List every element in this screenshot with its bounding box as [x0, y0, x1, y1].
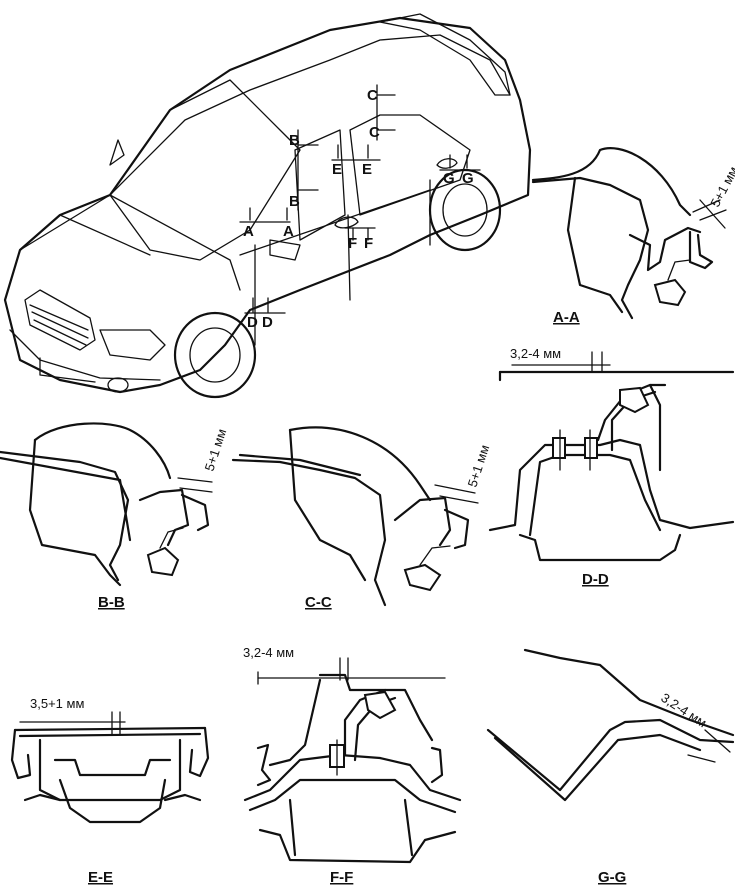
section-title-g-g: G-G	[598, 869, 626, 886]
section-c-c: 5+1 мм C-C	[231, 426, 493, 611]
dimension-d-d: 3,2-4 мм	[510, 346, 561, 361]
dimension-e-e: 3,5+1 мм	[30, 696, 84, 711]
marker-e-right: E	[362, 161, 372, 178]
section-b-b: 5+1 мм B-B	[0, 422, 230, 611]
section-a-a: 5+1 мм A-A	[531, 147, 735, 326]
section-title-a-a: A-A	[553, 309, 580, 326]
marker-f-right: F	[364, 235, 373, 252]
section-title-d-d: D-D	[582, 571, 609, 588]
marker-b-top: B	[289, 132, 300, 149]
section-title-f-f: F-F	[330, 869, 353, 886]
marker-c-bottom: C	[369, 124, 380, 141]
section-title-e-e: E-E	[88, 869, 113, 886]
marker-a-left: A	[243, 223, 254, 240]
section-f-f: 3,2-4 мм F-F	[243, 645, 462, 886]
dimension-c-c: 5+1 мм	[465, 443, 493, 489]
marker-d-right: D	[262, 314, 273, 331]
marker-g-left: G	[443, 170, 455, 187]
section-e-e: 3,5+1 мм E-E	[10, 696, 210, 886]
marker-a-right: A	[283, 223, 294, 240]
car-illustration: A A B B C C E E F F D D G G	[3, 13, 532, 399]
dimension-a-a: 5+1 мм	[707, 164, 735, 210]
dimension-f-f: 3,2-4 мм	[243, 645, 294, 660]
dimension-b-b: 5+1 мм	[202, 427, 230, 473]
section-g-g: 3,2-4 мм G-G	[486, 648, 735, 886]
marker-b-bottom: B	[289, 193, 300, 210]
marker-f-left: F	[348, 235, 357, 252]
marker-g-right: G	[462, 170, 474, 187]
section-title-c-c: C-C	[305, 594, 332, 611]
section-title-b-b: B-B	[98, 594, 125, 611]
marker-e-left: E	[332, 161, 342, 178]
marker-c-top: C	[367, 87, 378, 104]
section-d-d: 3,2-4 мм D-D	[488, 346, 735, 588]
marker-d-left: D	[247, 314, 258, 331]
